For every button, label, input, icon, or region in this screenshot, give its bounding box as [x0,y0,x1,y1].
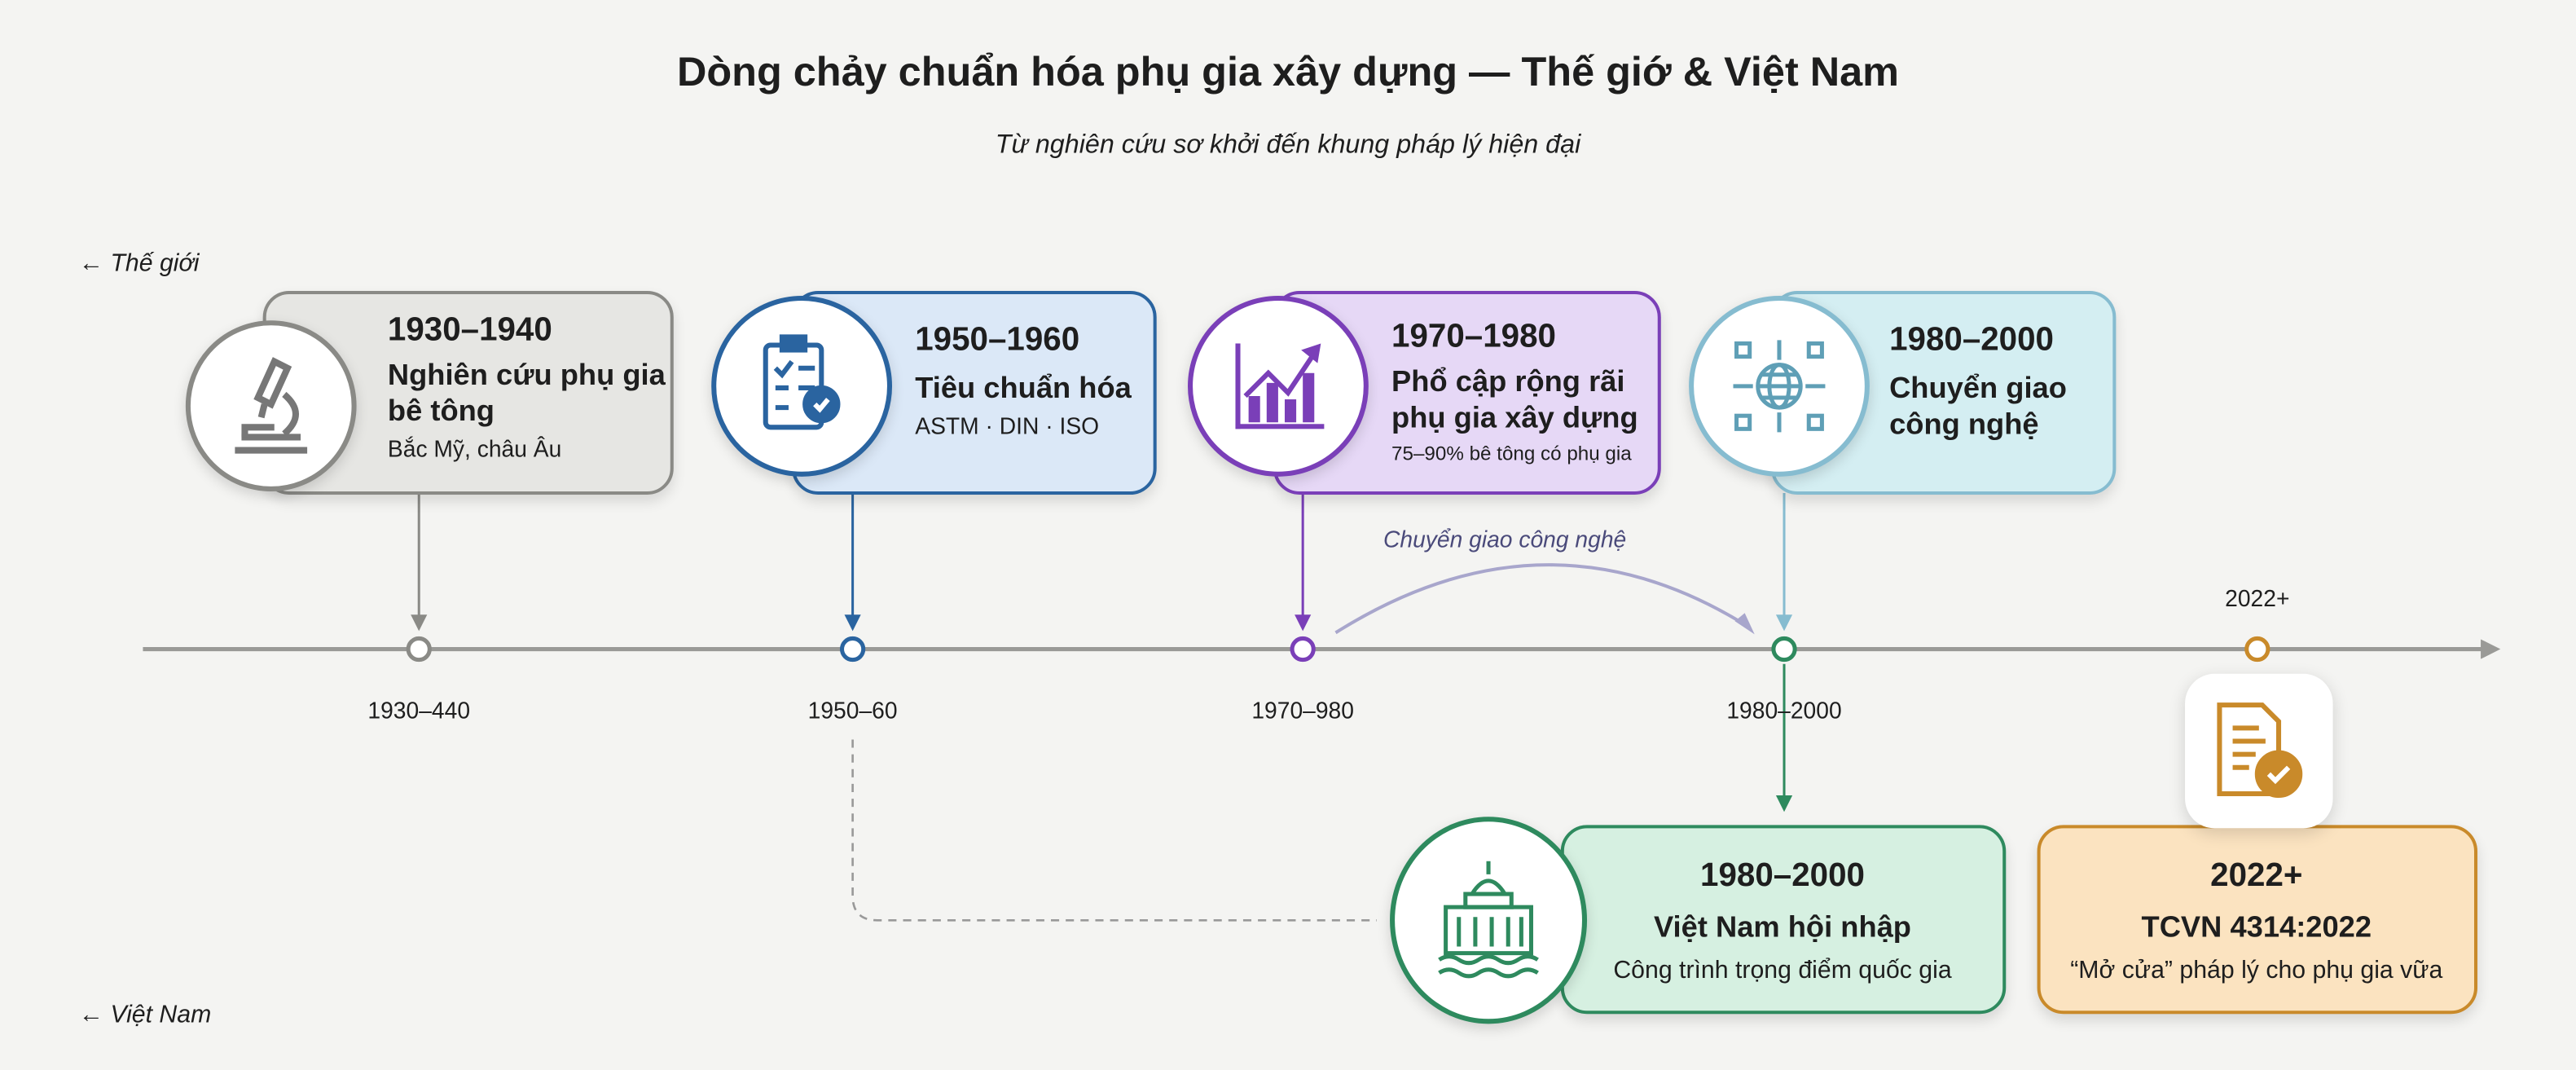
tick-label: 1950–60 [807,697,898,724]
arc-label: Chuyển giao công nghệ [1383,526,1627,553]
approved-document-icon [2185,673,2333,829]
globe-network-icon [1689,295,1870,477]
card-heading: Tiêu chuẩn hóa [915,371,1132,405]
lane-label-world: ← Thế giới [78,249,200,278]
tick-label: 1980–2000 [1726,697,1842,724]
tick-label: 2022+ [2225,584,2290,612]
card-years: 1980–2000 [1889,322,2054,359]
card-heading: Chuyển giao công nghệ [1889,371,2067,441]
card-heading: Việt Nam hội nhập [1653,910,1911,944]
card-heading: Phổ cập rộng rãi phụ gia xây dựng [1391,364,1638,434]
card-heading: Nghiên cứu phụ gia bê tông [387,358,666,428]
tech-transfer-arc [1334,563,1746,635]
card-detail: “Mở cửa” pháp lý cho phụ gia vữa [2070,956,2443,984]
card-years: 2022+ [2210,857,2303,895]
growth-chart-icon [1188,295,1369,477]
card-detail: 75–90% bê tông có phụ gia [1391,442,1632,465]
card-years: 1950–1960 [915,322,1080,359]
page-subtitle: Từ nghiên cứu sơ khởi đến khung pháp lý … [995,131,1581,160]
microscope-icon [185,320,357,491]
timeline-node-1930[interactable] [406,636,432,663]
card-years: 1980–2000 [1700,857,1865,895]
timeline-node-1980[interactable] [1771,636,1797,663]
lane-label-vietnam: ← Việt Nam [78,1001,212,1029]
timeline-arrowhead [2481,639,2501,659]
card-detail: Bắc Mỹ, châu Âu [387,435,562,462]
card-years: 1930–1940 [387,312,552,349]
card-years: 1970–1980 [1391,319,1556,355]
timeline-node-2022[interactable] [2244,636,2270,663]
certified-checklist-icon [711,295,893,477]
card-detail: Công trình trọng điểm quốc gia [1613,956,1952,984]
card-heading: TCVN 4314:2022 [2141,910,2372,944]
tick-label: 1970–980 [1251,697,1354,724]
vietnam-card-1980[interactable] [1560,825,2007,1015]
timeline-node-1970[interactable] [1290,636,1316,663]
government-building-icon [1390,817,1588,1024]
card-detail: ASTM · DIN · ISO [915,412,1100,439]
dashed-link-standardization [851,739,1377,922]
tick-label: 1930–440 [367,697,471,724]
timeline-node-1950[interactable] [839,636,866,663]
page-title: Dòng chảy chuẩn hóa phụ gia xây dựng — T… [676,49,1900,95]
